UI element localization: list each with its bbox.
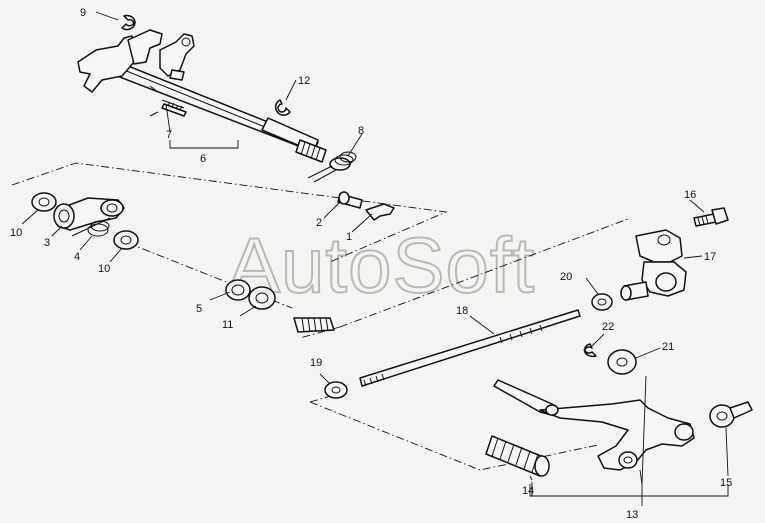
callout-11: 11 xyxy=(222,319,233,331)
part-12-circlip xyxy=(274,99,291,116)
shaft-spline-end xyxy=(293,317,335,333)
part-15-rod-end xyxy=(709,401,753,428)
callout-1: 1 xyxy=(346,231,352,243)
callout-4: 4 xyxy=(74,251,80,263)
callout-7: 7 xyxy=(166,129,172,141)
part-8-spring xyxy=(307,151,357,183)
callout-8: 8 xyxy=(358,125,364,137)
callout-21: 21 xyxy=(662,341,674,353)
callout-16: 16 xyxy=(684,189,696,201)
callout-5: 5 xyxy=(196,303,202,315)
watermark: AutoSoft xyxy=(228,221,535,309)
part-1-stopper xyxy=(365,203,395,221)
callout-2: 2 xyxy=(316,217,322,229)
shift-shaft-assembly xyxy=(77,29,327,163)
shift-arm-group xyxy=(31,192,139,250)
callout-9: 9 xyxy=(80,7,86,19)
part-22-circlip xyxy=(583,343,597,358)
callout-leaders xyxy=(21,11,729,506)
callout-19: 19 xyxy=(310,357,322,369)
callout-15: 15 xyxy=(720,477,732,489)
callout-18: 18 xyxy=(456,305,468,317)
part-13-shift-pedal xyxy=(493,379,695,471)
part-19-nut xyxy=(324,381,348,399)
part-11-washer xyxy=(248,286,276,310)
part-16-bolt xyxy=(693,207,729,227)
callout-3: 3 xyxy=(44,237,50,249)
callout-20: 20 xyxy=(560,271,572,283)
callout-12: 12 xyxy=(298,75,310,87)
part-17-lever-joint xyxy=(620,229,687,301)
callout-labels: 9 12 8 7 6 2 1 10 3 4 10 5 11 16 17 20 1… xyxy=(10,7,732,521)
part-14-pedal-rubber xyxy=(485,435,550,477)
callout-17: 17 xyxy=(704,251,716,263)
callout-13: 13 xyxy=(626,509,638,521)
part-21-washer xyxy=(607,349,637,375)
callout-14: 14 xyxy=(522,485,534,497)
callout-10-left: 10 xyxy=(10,227,22,239)
callout-22: 22 xyxy=(602,321,614,333)
part-5-oil-seal xyxy=(225,279,251,301)
part-2-pin xyxy=(337,191,363,209)
callout-6: 6 xyxy=(200,153,206,165)
callout-10-right: 10 xyxy=(98,263,110,275)
part-20-nut xyxy=(591,293,613,311)
part-9-circlip xyxy=(121,14,136,31)
part-18-shift-rod xyxy=(359,309,581,387)
